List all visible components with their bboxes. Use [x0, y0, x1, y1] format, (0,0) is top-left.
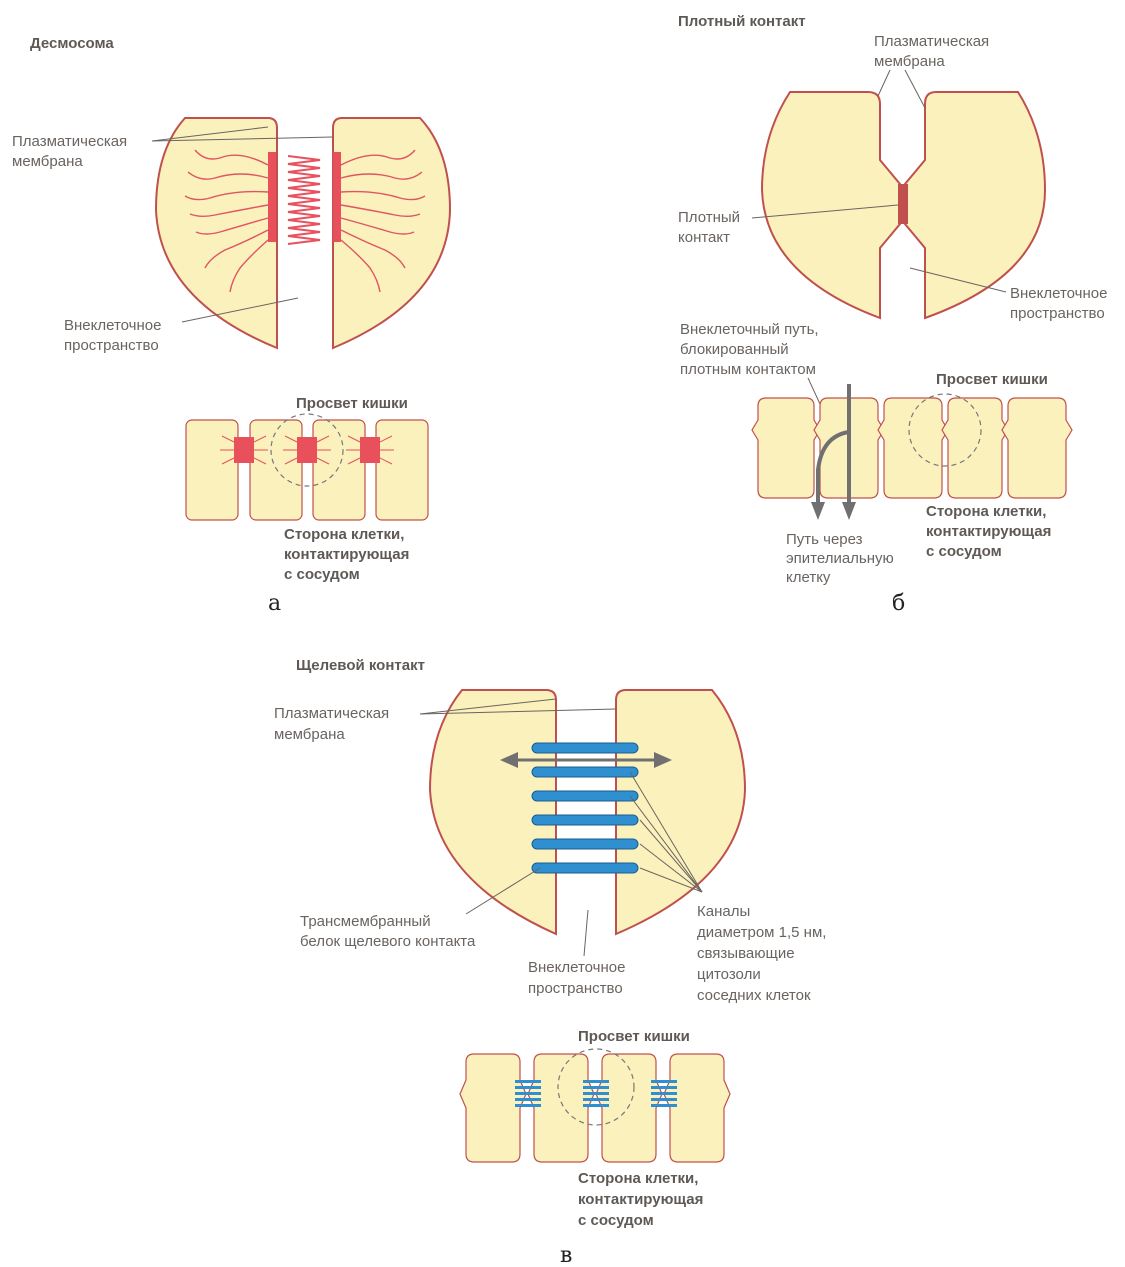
desmosome-right-plaque	[333, 152, 341, 242]
panel-b-tight-junction: Плотный контакт Плазматическая мембрана …	[678, 13, 1112, 616]
panel-a-desmosome: Десмосома	[12, 35, 450, 616]
panel-a-membrane-label: Плазматическая мембрана	[12, 133, 131, 170]
panel-b-through-cell-label: Путь через эпителиальную клетку	[786, 531, 898, 586]
panel-b-title: Плотный контакт	[678, 13, 806, 30]
panel-c-lumen-label: Просвет кишки	[578, 1028, 690, 1045]
panel-b-tight-label: Плотный контакт	[678, 209, 744, 246]
panel-b-blocked-path-label: Внеклеточный путь, блокированный плотным…	[680, 321, 823, 378]
panel-b-vessel-side-label: Сторона клетки, контактирующая с сосудом	[926, 503, 1056, 560]
panel-b-letter: б	[892, 591, 905, 616]
panel-c-title: Щелевой контакт	[296, 657, 425, 674]
panel-a-epithelium	[186, 414, 428, 520]
panel-b-membrane-label: Плазматическая мембрана	[874, 33, 993, 70]
desmosome-cadherins	[288, 156, 320, 244]
panel-b-lumen-label: Просвет кишки	[936, 371, 1048, 388]
panel-c-vessel-side-label: Сторона клетки, контактирующая с сосудом	[578, 1170, 708, 1229]
desmosome-left-plaque	[268, 152, 276, 242]
panel-c-channels-label: Каналы диаметром 1,5 нм, связывающие цит…	[697, 903, 831, 1004]
panel-a-title: Десмосома	[30, 35, 114, 52]
panel-a-vessel-side-label: Сторона клетки, контактирующая с сосудом	[284, 526, 414, 583]
panel-c-extracellular-label: Внеклеточное пространство	[528, 959, 630, 997]
panel-a-lumen-label: Просвет кишки	[296, 395, 408, 412]
tight-junction-seal	[898, 184, 908, 224]
tight-left-cell	[762, 92, 900, 318]
panel-c-letter: в	[560, 1243, 572, 1267]
panel-c-membrane-label: Плазматическая мембрана	[274, 705, 393, 743]
panel-c-protein-label: Трансмембранный белок щелевого контакта	[300, 913, 476, 950]
panel-c-gap-junction: Щелевой контакт Плазматическая мембрана …	[274, 657, 831, 1267]
panel-b-epithelium	[752, 398, 1072, 498]
gap-right-cell	[616, 690, 745, 934]
panel-c-epithelium	[460, 1054, 730, 1162]
panel-a-letter: а	[268, 591, 281, 616]
panel-b-extracellular-label: Внеклеточное пространство	[1010, 285, 1112, 322]
panel-a-extracellular-label: Внеклеточное пространство	[64, 317, 166, 354]
